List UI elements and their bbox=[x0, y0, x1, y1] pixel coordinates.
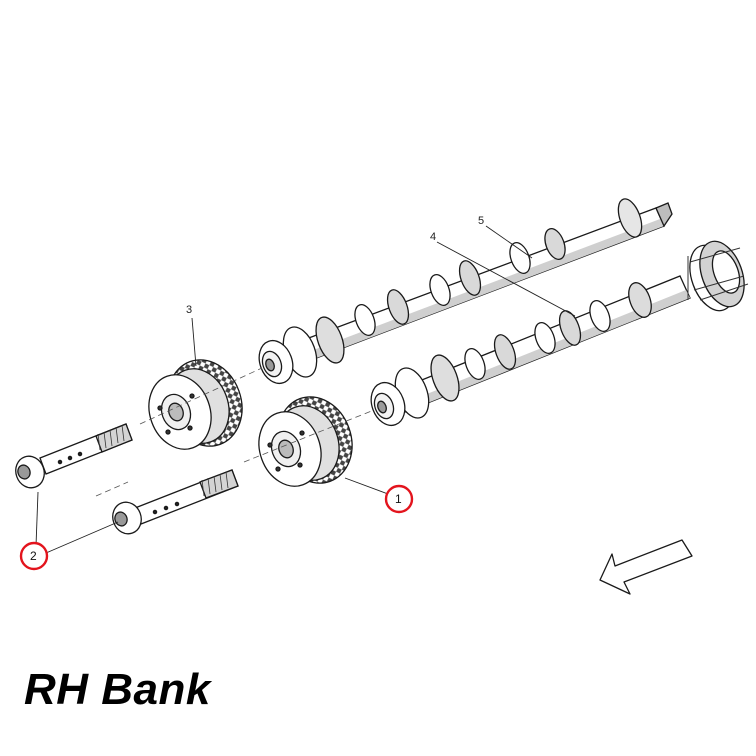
callout-3: 3 bbox=[186, 304, 192, 316]
callout-2: 2 bbox=[30, 549, 37, 563]
callout-5: 5 bbox=[478, 215, 484, 227]
leader-lines bbox=[35, 225, 576, 554]
lower-cam-phaser bbox=[258, 396, 353, 487]
upper-cam-lobes bbox=[354, 228, 566, 336]
lower-cam-lobes bbox=[464, 282, 652, 380]
lower-phaser-bolt bbox=[112, 469, 239, 535]
callout-4: 4 bbox=[430, 231, 436, 243]
direction-arrow-icon bbox=[599, 539, 693, 595]
callout-2-circled: 2 bbox=[19, 541, 49, 571]
alignment-lines bbox=[95, 367, 375, 497]
lower-camshaft-rear-disk bbox=[687, 240, 749, 312]
callout-1-circled: 1 bbox=[384, 484, 414, 514]
upper-camshaft bbox=[258, 198, 673, 385]
upper-cam-phaser bbox=[148, 359, 243, 450]
upper-phaser-bolt bbox=[15, 423, 133, 489]
callout-1: 1 bbox=[395, 492, 402, 506]
bank-title: RH Bank bbox=[24, 665, 211, 714]
lower-camshaft bbox=[370, 240, 749, 427]
